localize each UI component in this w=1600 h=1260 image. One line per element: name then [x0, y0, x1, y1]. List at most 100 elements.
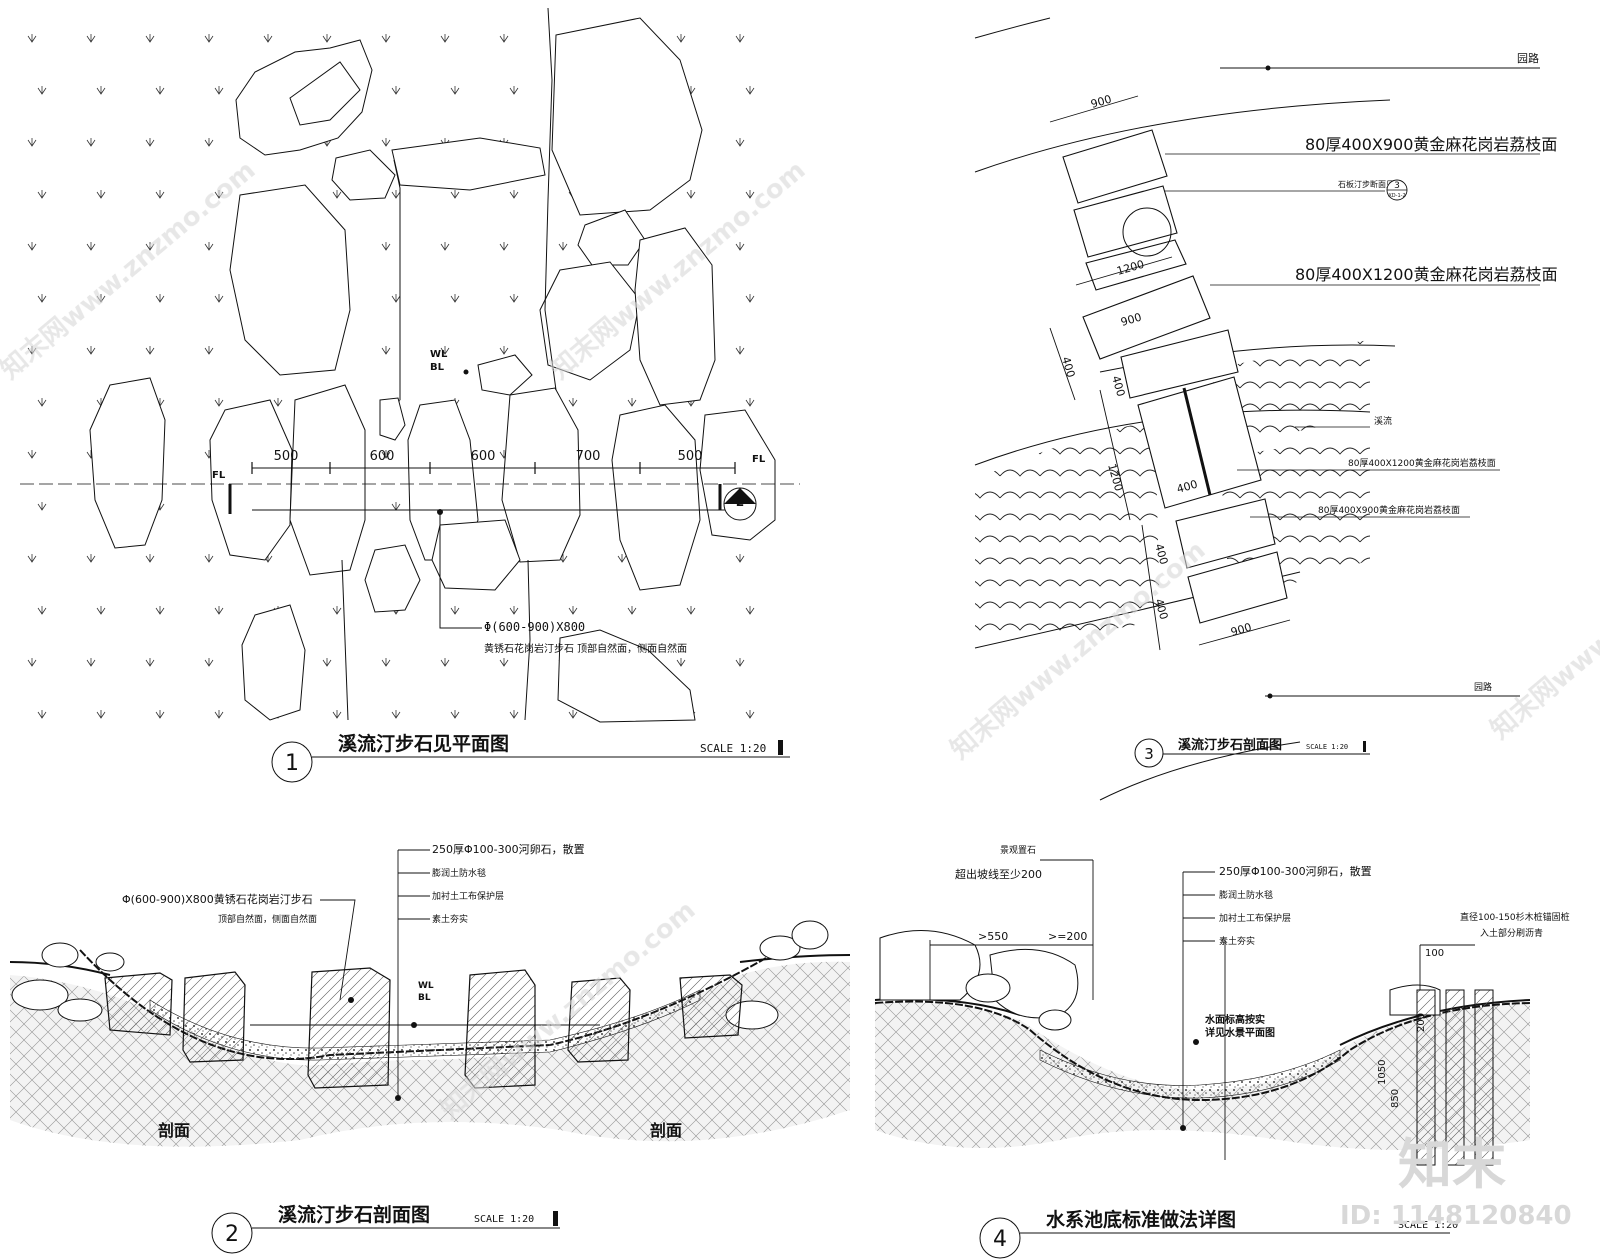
- grass-symbol: [391, 710, 401, 719]
- level-point: [463, 369, 469, 375]
- piles: [1416, 989, 1494, 1166]
- dimension-line: [20, 467, 800, 514]
- grass-symbol: [735, 658, 745, 667]
- grass-symbol: [86, 658, 96, 667]
- dim3-400-b: 400: [1109, 374, 1127, 398]
- slab-joint: [1182, 387, 1212, 496]
- title-block-2: 2 溪流汀步石剖面图 SCALE 1:20: [211, 1203, 560, 1254]
- dim-200: >=200: [1048, 930, 1087, 943]
- grass-symbol: [273, 398, 283, 407]
- grass-symbol: [627, 398, 637, 407]
- grass-symbol: [381, 138, 391, 147]
- grass-symbol: [214, 86, 224, 95]
- grass-symbol: [204, 658, 214, 667]
- road-label-top: 园路: [1517, 52, 1539, 65]
- dim-1050: 1050: [1377, 1060, 1388, 1085]
- grass-symbol: [627, 606, 637, 615]
- grass-symbol: [86, 346, 96, 355]
- grass-symbol: [499, 658, 509, 667]
- stepping-slabs: [1062, 129, 1288, 624]
- grass-symbol: [391, 86, 401, 95]
- pile-note-2: 入土部分刷沥青: [1480, 927, 1543, 939]
- water-note-1: 水面标高按实: [1204, 1013, 1265, 1026]
- pile-note-1: 直径100-150杉木桩锚固桩: [1460, 911, 1570, 923]
- grass-symbol: [735, 138, 745, 147]
- grass-symbol: [686, 606, 696, 615]
- soil-body-2: [10, 961, 850, 1147]
- grass-symbol: [332, 606, 342, 615]
- bl-label-2: BL: [418, 993, 431, 1003]
- watermark-text-4: 知末网www.znzmo.com: [1485, 515, 1600, 745]
- grass-symbol: [145, 346, 155, 355]
- panel-2-section: 250厚Φ100-300河卵石，散置 膨润土防水毯 加衬土工布保护层 素土夯实 …: [9, 842, 851, 1254]
- grass-symbol: [686, 190, 696, 199]
- stream-water: [974, 340, 1396, 649]
- dim3-900-bottom: 900: [1229, 621, 1253, 639]
- layer-2-d: 素土夯实: [432, 913, 468, 925]
- panel-scale-2: SCALE 1:20: [474, 1214, 534, 1225]
- grass-symbol: [735, 34, 745, 43]
- grass-symbol: [381, 242, 391, 251]
- grass-symbol: [745, 606, 755, 615]
- fl-left-label: FL: [212, 470, 226, 481]
- grass-symbol: [86, 554, 96, 563]
- grass-symbol: [37, 86, 47, 95]
- panel-number-1: 1: [285, 751, 299, 776]
- grass-symbol: [568, 398, 578, 407]
- grass-symbol: [745, 86, 755, 95]
- dim-200-v: 200: [1416, 1013, 1427, 1032]
- panel-scale-4: SCALE 1:20: [1398, 1220, 1458, 1231]
- wl-label: WL: [430, 349, 448, 360]
- grass-symbol: [204, 242, 214, 251]
- road-point-top: [1265, 65, 1271, 71]
- grass-symbol: [509, 606, 519, 615]
- panel-number-2: 2: [225, 1222, 239, 1247]
- grass-symbol: [450, 294, 460, 303]
- grass-symbol: [37, 190, 47, 199]
- dim-700: 700: [576, 449, 601, 464]
- boulders-2: [11, 920, 829, 1030]
- layer-2-a: 250厚Φ100-300河卵石，散置: [432, 842, 585, 856]
- grass-symbol: [745, 710, 755, 719]
- grass-symbol: [381, 34, 391, 43]
- dim-500-b: 500: [678, 449, 703, 464]
- dim3-400-a: 400: [1059, 355, 1077, 379]
- panel-3-plan: 园路 园路: [974, 17, 1558, 801]
- stone-note-leader: [437, 509, 482, 629]
- grass-symbol: [509, 86, 519, 95]
- grass-symbol: [381, 346, 391, 355]
- stone-note-2b: 顶部自然面，侧面自然面: [218, 913, 317, 925]
- dim-600-a: 600: [370, 449, 395, 464]
- stone-size-note: Φ(600-900)X800: [484, 620, 585, 634]
- grass-symbol: [450, 86, 460, 95]
- grass-symbol: [145, 34, 155, 43]
- panel-title-1: 溪流汀步石见平面图: [338, 732, 509, 755]
- grass-symbol: [332, 190, 342, 199]
- grass-symbol: [204, 34, 214, 43]
- stepping-stones-section: [104, 967, 743, 1089]
- grass-symbol: [96, 710, 106, 719]
- panel-title-3: 溪流汀步石剖面图: [1178, 737, 1282, 753]
- grass-symbol: [96, 190, 106, 199]
- grass-symbol: [568, 710, 578, 719]
- gravel-bed-4: [1039, 1049, 1341, 1099]
- grass-symbol: [745, 190, 755, 199]
- title-block-3: 3 溪流汀步石剖面图 SCALE 1:20: [1134, 737, 1370, 768]
- grass-symbol: [332, 710, 342, 719]
- title-block-4: 4 水系池底标准做法详图 SCALE 1:20: [979, 1208, 1458, 1259]
- grass-symbol: [745, 294, 755, 303]
- label-1200-small: 80厚400X1200黄金麻花岗岩荔枝面: [1348, 457, 1496, 469]
- grass-symbol: [499, 242, 509, 251]
- grass-symbol: [145, 242, 155, 251]
- section-label-left: 剖面: [158, 1121, 190, 1140]
- layer-4-a: 250厚Φ100-300河卵石，散置: [1219, 864, 1372, 878]
- grass-symbol: [37, 294, 47, 303]
- road-label-bottom: 园路: [1474, 681, 1492, 693]
- grass-symbol: [86, 34, 96, 43]
- grass-symbol: [204, 346, 214, 355]
- leaders-3: [1165, 153, 1540, 518]
- grass-symbol: [499, 346, 509, 355]
- grass-symbol: [214, 294, 224, 303]
- grass-symbol: [381, 450, 391, 459]
